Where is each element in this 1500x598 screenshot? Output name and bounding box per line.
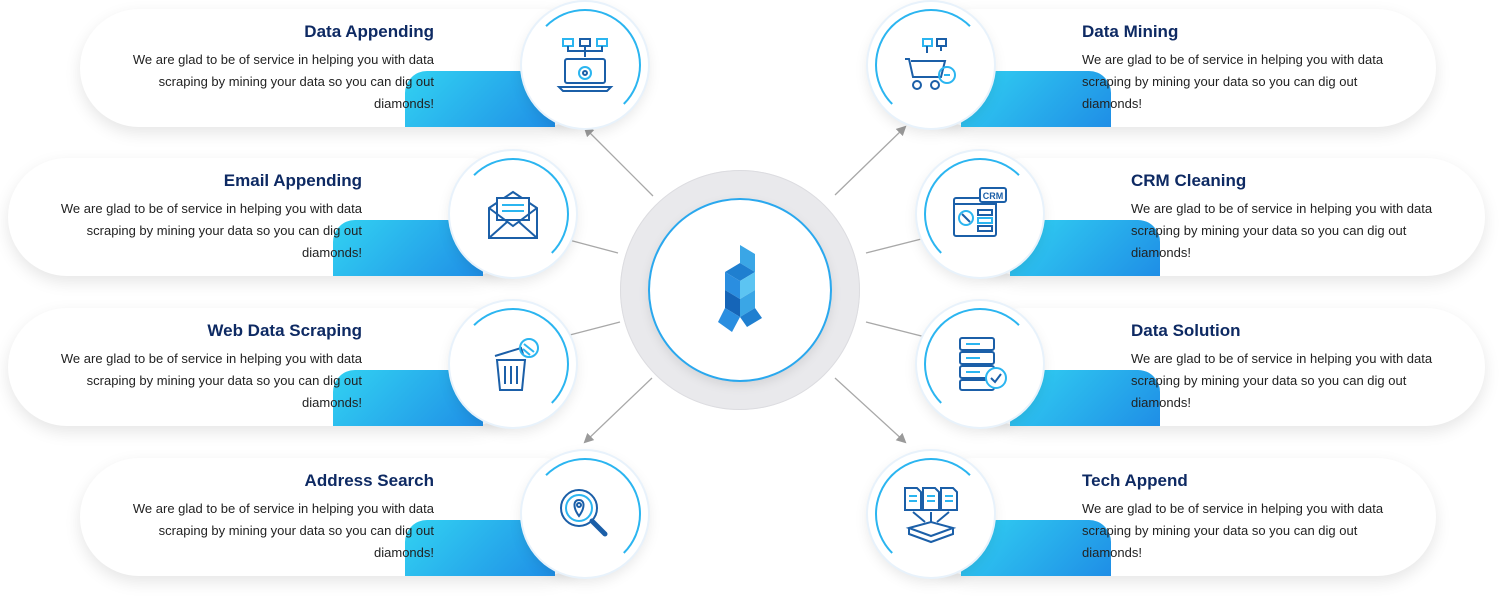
documents-box-icon (904, 487, 958, 544)
card-description: We are glad to be of service in helping … (1131, 351, 1433, 410)
card-icon-circle (868, 2, 994, 128)
card-title: Data Mining (1082, 22, 1179, 41)
card-icon-circle (522, 2, 648, 128)
mining-cart-icon (905, 38, 956, 90)
card-icon-circle (450, 301, 576, 427)
card-title: Address Search (304, 471, 434, 490)
arrow-tech-append (834, 377, 907, 444)
card-description: We are glad to be of service in helping … (1082, 52, 1384, 111)
service-card-data-mining: Data Mining We are glad to be of service… (868, 2, 1436, 128)
service-card-data-appending: Data Appending We are glad to be of serv… (80, 2, 648, 128)
center-hub-inner (650, 200, 830, 380)
card-title: CRM Cleaning (1131, 171, 1247, 190)
server-check-icon (959, 337, 1007, 391)
card-icon-circle (917, 301, 1043, 427)
card-description: We are glad to be of service in helping … (132, 52, 434, 111)
service-card-address-search: Address Search We are glad to be of serv… (80, 451, 648, 577)
card-description: We are glad to be of service in helping … (1131, 201, 1433, 260)
arrow-data-appending (583, 126, 654, 197)
card-title: Web Data Scraping (207, 321, 362, 340)
card-title: Tech Append (1082, 471, 1188, 490)
card-icon-circle (522, 451, 648, 577)
arrow-data-mining (834, 125, 907, 196)
card-title: Data Solution (1131, 321, 1241, 340)
envelope-letter-icon (488, 190, 538, 239)
crm-icon-label: CRM (983, 191, 1004, 201)
arrow-address-search (583, 377, 653, 444)
service-card-web-data-scraping: Web Data Scraping We are glad to be of s… (8, 301, 576, 427)
card-description: We are glad to be of service in helping … (1082, 501, 1384, 560)
card-icon-circle: CRM (917, 151, 1043, 277)
service-card-crm-cleaning: CRM Cleaning We are glad to be of servic… (917, 151, 1485, 277)
magnifier-location-icon (560, 489, 608, 537)
service-card-email-appending: Email Appending We are glad to be of ser… (8, 151, 576, 277)
card-icon-circle (868, 451, 994, 577)
card-description: We are glad to be of service in helping … (132, 501, 434, 560)
center-hub (620, 170, 860, 410)
card-title: Email Appending (223, 171, 362, 190)
card-title: Data Appending (304, 22, 434, 41)
crm-screen-icon: CRM (953, 187, 1007, 237)
trash-bin-icon (494, 338, 539, 391)
card-description: We are glad to be of service in helping … (60, 351, 362, 410)
brand-cube-logo-icon (718, 245, 762, 332)
service-card-tech-append: Tech Append We are glad to be of service… (868, 451, 1436, 577)
laptop-flowchart-icon (556, 38, 614, 92)
card-description: We are glad to be of service in helping … (60, 201, 362, 260)
card-icon-circle (450, 151, 576, 277)
service-card-data-solution: Data Solution We are glad to be of servi… (917, 301, 1485, 427)
